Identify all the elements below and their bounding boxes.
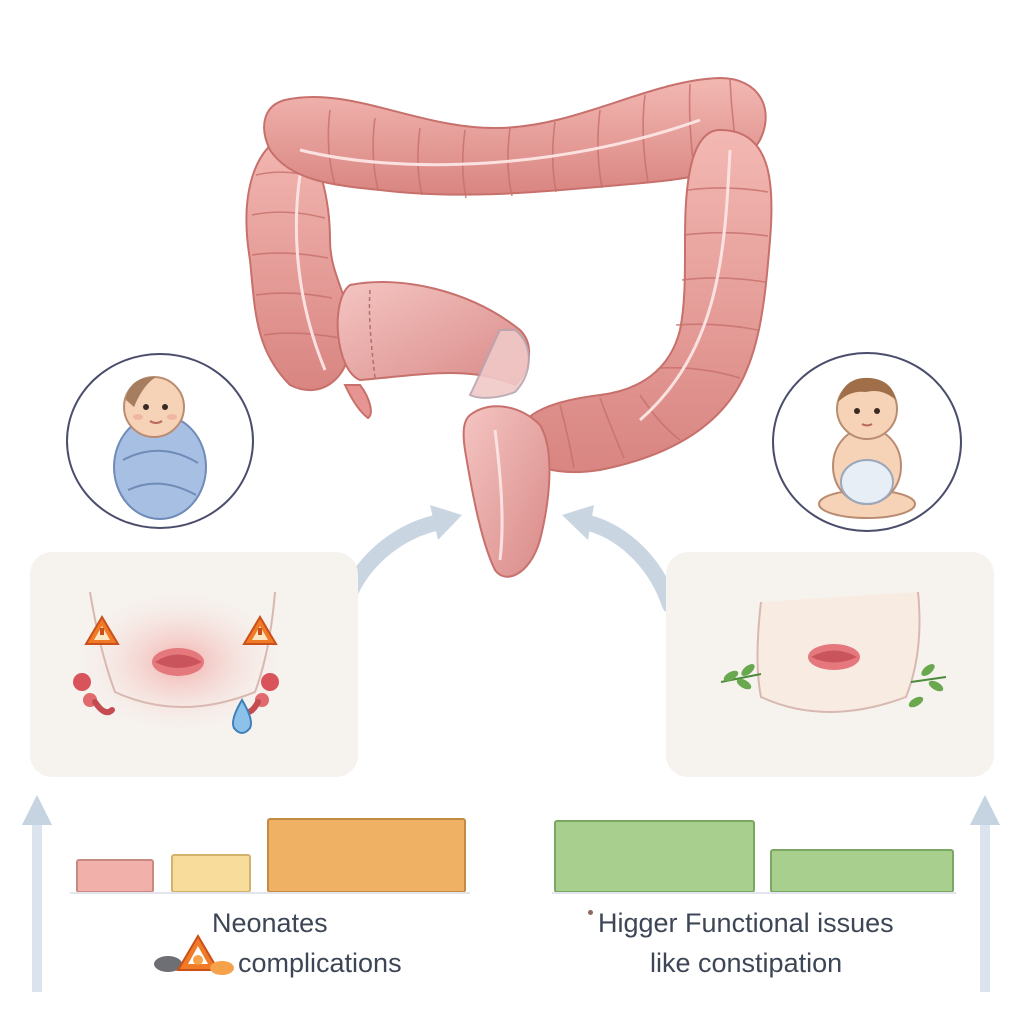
sitting-baby-icon [818, 377, 916, 519]
warning-icon-left [84, 615, 120, 645]
left-bar-group [70, 808, 470, 893]
right-bar-2 [770, 849, 954, 893]
left-caption-line1: Neonates [212, 908, 328, 938]
caption-bullet-dot [588, 910, 593, 915]
sitting-infant-portrait [772, 352, 962, 532]
irritated-anal-area-illustration [65, 582, 295, 742]
left-caption-line2: complications [238, 948, 402, 978]
panel-infant-skin [666, 552, 994, 777]
left-leaf-icon [720, 664, 762, 690]
left-bar-1 [76, 859, 154, 893]
arrow-up-right [970, 795, 1000, 992]
right-bar-group [552, 808, 956, 893]
arrow-up-left [22, 795, 52, 992]
panel-neonate-skin [30, 552, 358, 777]
ascending-colon [245, 128, 372, 420]
left-bar-3 [267, 818, 466, 893]
water-drop-icon [232, 698, 252, 734]
right-leaf-icon [908, 664, 947, 708]
left-baseline [70, 892, 470, 894]
left-bar-2 [171, 854, 251, 893]
arrow-right-to-colon [562, 505, 678, 613]
right-baseline [552, 892, 956, 894]
arrow-left-to-colon [337, 505, 462, 613]
right-bar-1 [554, 820, 755, 893]
swaddled-newborn-portrait [66, 353, 254, 529]
narrowed-segment [336, 281, 531, 399]
healthy-anal-area-illustration [720, 591, 947, 713]
right-caption-line1: Higger Functional issues [598, 908, 894, 938]
left-inflammation-icon [73, 673, 115, 716]
rectum [462, 405, 551, 578]
warning-icon-right [242, 615, 278, 645]
right-caption-line2: like constipation [650, 948, 843, 978]
complications-warning-icon [154, 934, 234, 975]
swaddled-baby-icon [113, 376, 207, 520]
